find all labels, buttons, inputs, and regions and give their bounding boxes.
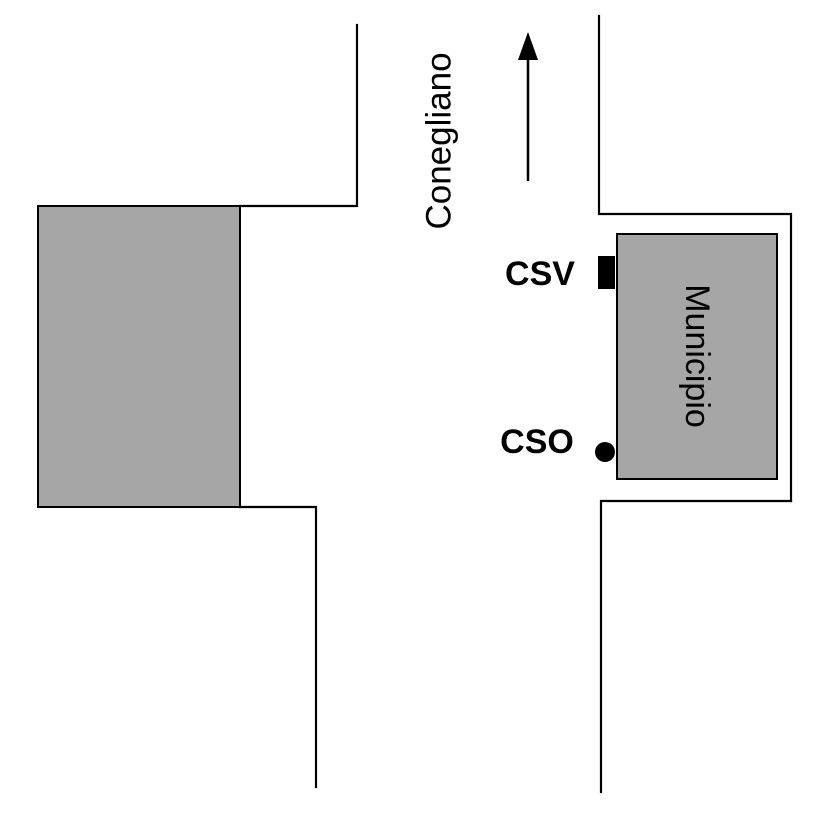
direction-label: Conegliano <box>420 52 459 229</box>
circle-marker-icon <box>595 442 615 462</box>
right-street-edge-upper <box>597 14 793 503</box>
municipio-label: Municipio <box>678 284 716 428</box>
left-street-edge-lower <box>238 505 318 789</box>
left-street-edge-upper <box>238 23 359 208</box>
cso-label: CSO <box>500 423 574 461</box>
csv-label: CSV <box>505 255 575 293</box>
municipio-building <box>616 233 778 480</box>
arrow-up-icon <box>518 32 538 181</box>
square-marker-icon <box>598 256 615 289</box>
right-street-edge-lower <box>599 499 793 794</box>
left-building <box>37 205 241 508</box>
